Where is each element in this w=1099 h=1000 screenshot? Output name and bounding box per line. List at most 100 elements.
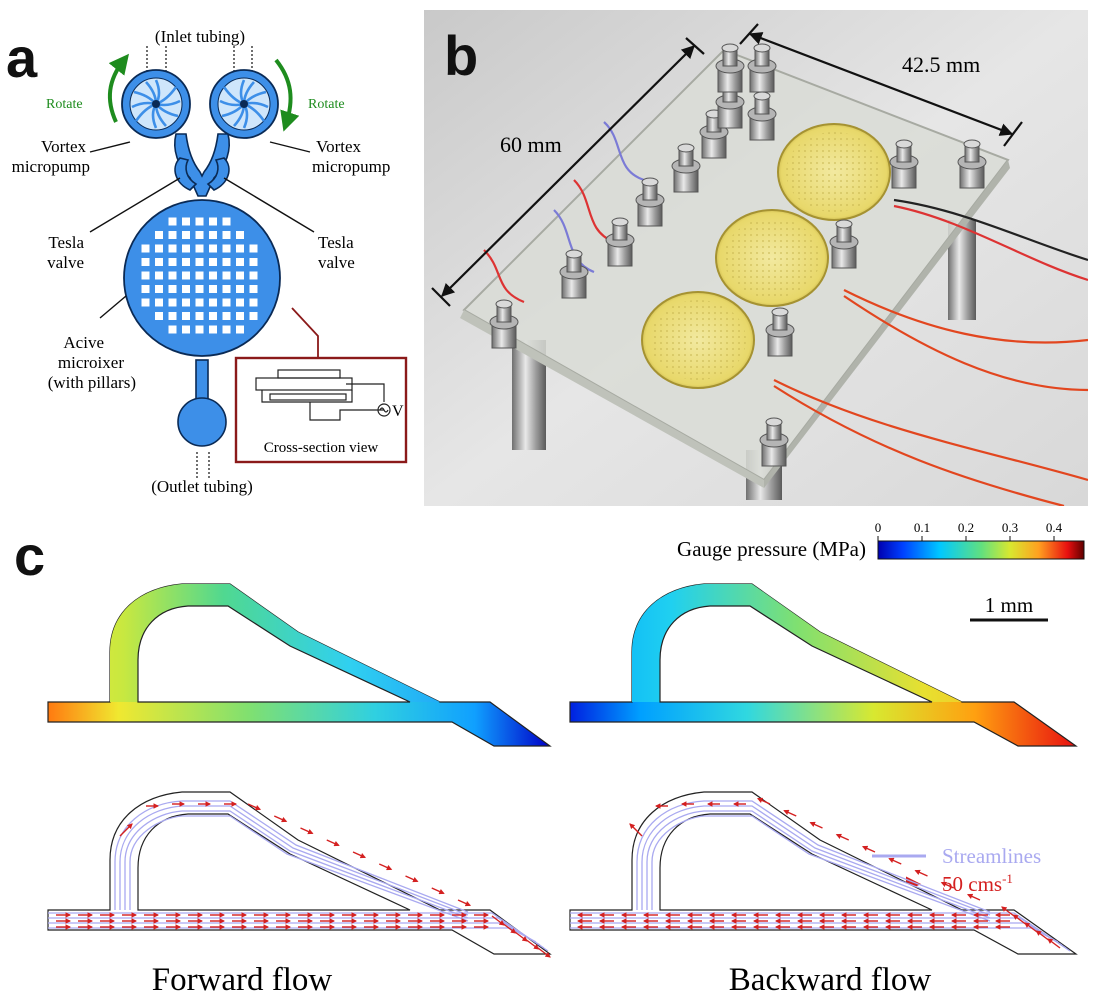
pillar bbox=[182, 285, 190, 293]
dimension-width-label: 42.5 mm bbox=[902, 52, 980, 77]
pillar bbox=[222, 271, 231, 280]
pillar bbox=[222, 325, 231, 334]
pillar bbox=[249, 244, 258, 253]
tube-fitting bbox=[829, 219, 859, 269]
pillar bbox=[168, 271, 177, 280]
pillar bbox=[195, 231, 204, 239]
tube-fitting bbox=[765, 307, 795, 357]
pillar bbox=[141, 298, 150, 307]
pillar bbox=[209, 258, 217, 266]
pillar bbox=[209, 298, 217, 307]
voltage-label: V bbox=[392, 403, 404, 420]
pillar bbox=[182, 271, 190, 280]
vortex-label-right-line2: micropump bbox=[312, 157, 390, 176]
tesla-label-left-line2: valve bbox=[47, 253, 84, 272]
pillar bbox=[168, 244, 177, 253]
tesla-label-right-line2: valve bbox=[318, 253, 355, 272]
pressure-map-backward bbox=[569, 583, 1078, 747]
pillar bbox=[209, 325, 217, 334]
pillar bbox=[236, 298, 244, 307]
pillar bbox=[195, 271, 204, 280]
colorbar-tick-2: 0.2 bbox=[958, 520, 974, 535]
pillar bbox=[209, 285, 217, 293]
pillar bbox=[155, 258, 163, 266]
mixer-label-line3: (with pillars) bbox=[48, 373, 136, 392]
pillar bbox=[236, 244, 244, 253]
legend-streamlines-label: Streamlines bbox=[942, 844, 1041, 868]
inlet-tubing-label: (Inlet tubing) bbox=[155, 27, 245, 46]
cross-section-label: Cross-section view bbox=[264, 440, 379, 456]
vortex-label-right-line1: Vortex bbox=[316, 137, 362, 156]
pillar bbox=[168, 285, 177, 293]
vortex-micropump-right bbox=[209, 69, 279, 139]
pillar bbox=[249, 298, 258, 307]
scale-bar-label: 1 mm bbox=[985, 593, 1033, 617]
pillar bbox=[141, 258, 150, 266]
pillar bbox=[168, 298, 177, 307]
pillar bbox=[195, 244, 204, 253]
colorbar bbox=[877, 540, 1085, 560]
pillar bbox=[141, 244, 150, 253]
panel-letter-b: b bbox=[444, 24, 479, 87]
panel-letter-c: c bbox=[14, 524, 46, 587]
pillar bbox=[222, 217, 231, 226]
colorbar-tick-4: 0.4 bbox=[1046, 520, 1063, 535]
vortex-label-left-line2: micropump bbox=[12, 157, 90, 176]
pillar bbox=[141, 285, 150, 293]
pressure-map-forward bbox=[47, 583, 552, 747]
tesla-label-right-line1: Tesla bbox=[318, 233, 354, 252]
colorbar-tick-3: 0.3 bbox=[1002, 520, 1018, 535]
pillar bbox=[236, 285, 244, 293]
device-photo: 60 mm 42.5 mm bbox=[424, 10, 1088, 506]
mixer-label-line1: Acive bbox=[63, 333, 104, 352]
cross-section-inset: V Cross-section view bbox=[234, 356, 408, 464]
rotate-label-right: Rotate bbox=[308, 97, 345, 112]
pillar bbox=[249, 312, 258, 320]
pillar bbox=[195, 312, 204, 320]
pillar bbox=[209, 217, 217, 226]
pillar bbox=[236, 312, 244, 320]
pillar bbox=[195, 298, 204, 307]
panel-c-simulation: Gauge pressure (MPa) 0 0.1 0.2 0.3 0.4 1… bbox=[47, 520, 1085, 998]
pillar bbox=[168, 312, 177, 320]
pillar bbox=[195, 217, 204, 226]
pillar bbox=[182, 298, 190, 307]
pillar bbox=[168, 217, 177, 226]
tube-fitting bbox=[889, 139, 919, 189]
pillar bbox=[236, 258, 244, 266]
vortex-micropump-left bbox=[121, 69, 191, 139]
pillar bbox=[155, 285, 163, 293]
panel-letter-a: a bbox=[6, 26, 38, 89]
pillar bbox=[222, 244, 231, 253]
streamline-map-forward bbox=[47, 791, 552, 958]
pillar bbox=[155, 312, 163, 320]
caption-backward-flow: Backward flow bbox=[729, 962, 932, 998]
tube-fitting bbox=[957, 139, 987, 189]
tube-fitting bbox=[489, 299, 519, 349]
tube-fitting bbox=[715, 43, 745, 93]
pillar bbox=[155, 231, 163, 239]
pillar bbox=[182, 312, 190, 320]
pillar bbox=[209, 271, 217, 280]
vortex-label-left-line1: Vortex bbox=[41, 137, 87, 156]
pillar bbox=[155, 244, 163, 253]
pillar bbox=[236, 271, 244, 280]
pillar bbox=[155, 298, 163, 307]
pillar bbox=[236, 231, 244, 239]
outlet-tubing-label: (Outlet tubing) bbox=[151, 477, 253, 496]
pillar bbox=[168, 258, 177, 266]
panel-a-schematic: (Inlet tubing) bbox=[12, 27, 408, 496]
tesla-label-left-line1: Tesla bbox=[48, 233, 84, 252]
pillar bbox=[222, 298, 231, 307]
pillar bbox=[182, 325, 190, 334]
pillar bbox=[209, 231, 217, 239]
pillar bbox=[182, 244, 190, 253]
pillar bbox=[182, 231, 190, 239]
pillar bbox=[209, 312, 217, 320]
pillar bbox=[195, 258, 204, 266]
colorbar-title: Gauge pressure (MPa) bbox=[677, 537, 866, 561]
rotate-label-left: Rotate bbox=[46, 97, 83, 112]
pillar bbox=[222, 231, 231, 239]
pillar bbox=[155, 271, 163, 280]
mixer-label-line2: microixer bbox=[58, 353, 124, 372]
